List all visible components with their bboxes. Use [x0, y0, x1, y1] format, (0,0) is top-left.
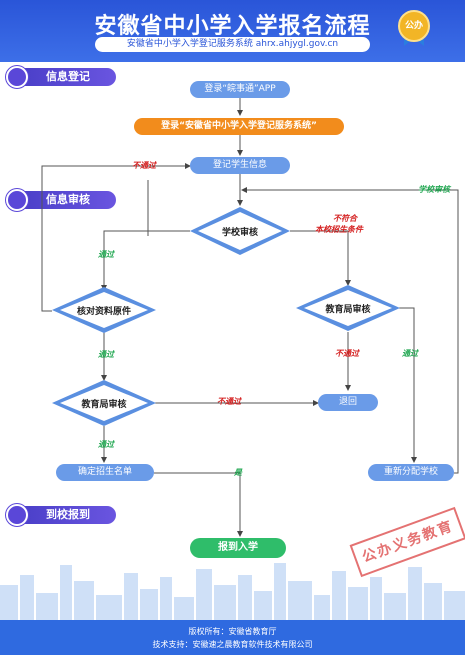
section-label: 信息登记: [20, 68, 116, 86]
verify-docs-label: 核对资料原件: [76, 307, 131, 317]
register-student-node: 登记学生信息: [190, 157, 290, 174]
section-report: 到校报到: [6, 504, 118, 526]
edu-review-right-label: 教育局审核: [325, 305, 371, 315]
reassign-school-node: 重新分配学校: [368, 464, 454, 481]
edu-review-left-label: 教育局审核: [81, 400, 127, 410]
clock-icon: [6, 66, 28, 88]
edge-label-fail-top: 不通过: [132, 161, 156, 170]
edge-label-school-review-loop: 学校审核: [418, 185, 450, 194]
page-title: 安徽省中小学入学报名流程: [94, 14, 371, 39]
edge-label-pass-school: 通过: [98, 250, 114, 259]
city-skyline-decoration: [0, 563, 465, 625]
section-label: 到校报到: [20, 506, 116, 524]
site-subtitle: 安徽省中小学入学登记服务系统 ahrx.ahjygl.gov.cn: [95, 37, 370, 52]
return-node: 退回: [318, 394, 378, 411]
footer-tech-support: 技术支持：安徽速之晨教育软件技术有限公司: [152, 640, 313, 649]
edge-label-pass-right: 通过: [402, 349, 418, 358]
medal-ribbon-icon: [404, 38, 424, 46]
section-info-register: 信息登记: [6, 66, 118, 88]
edge-label-pass-verify: 通过: [98, 350, 114, 359]
edge-label-yes: 是: [234, 468, 242, 477]
enroll-node: 报到入学: [190, 538, 286, 558]
section-label: 信息审核: [20, 191, 116, 209]
clock-icon: [6, 189, 28, 211]
footer-bar: 版权所有：安徽省教育厅 技术支持：安徽速之晨教育软件技术有限公司: [0, 620, 465, 655]
edge-label-fail-school-2: 本校招生条件: [315, 225, 363, 234]
login-system-node: 登录“安徽省中小学入学登记服务系统”: [134, 118, 344, 135]
clock-icon: [6, 504, 28, 526]
edge-label-fail-school-1: 不符合: [333, 214, 357, 223]
public-medal-badge: 公办: [398, 10, 430, 42]
section-info-review: 信息审核: [6, 189, 118, 211]
confirm-list-node: 确定招生名单: [56, 464, 154, 481]
school-review-label: 学校审核: [221, 228, 258, 238]
edge-label-fail-edu: 不通过: [217, 397, 241, 406]
header-banner: 安徽省中小学入学报名流程 安徽省中小学入学登记服务系统 ahrx.ahjygl.…: [0, 0, 465, 62]
footer-copyright: 版权所有：安徽省教育厅: [188, 627, 277, 636]
login-app-node: 登录“皖事通”APP: [190, 81, 290, 98]
edge-label-fail-right: 不通过: [335, 349, 359, 358]
edge-label-pass-edu: 通过: [98, 440, 114, 449]
